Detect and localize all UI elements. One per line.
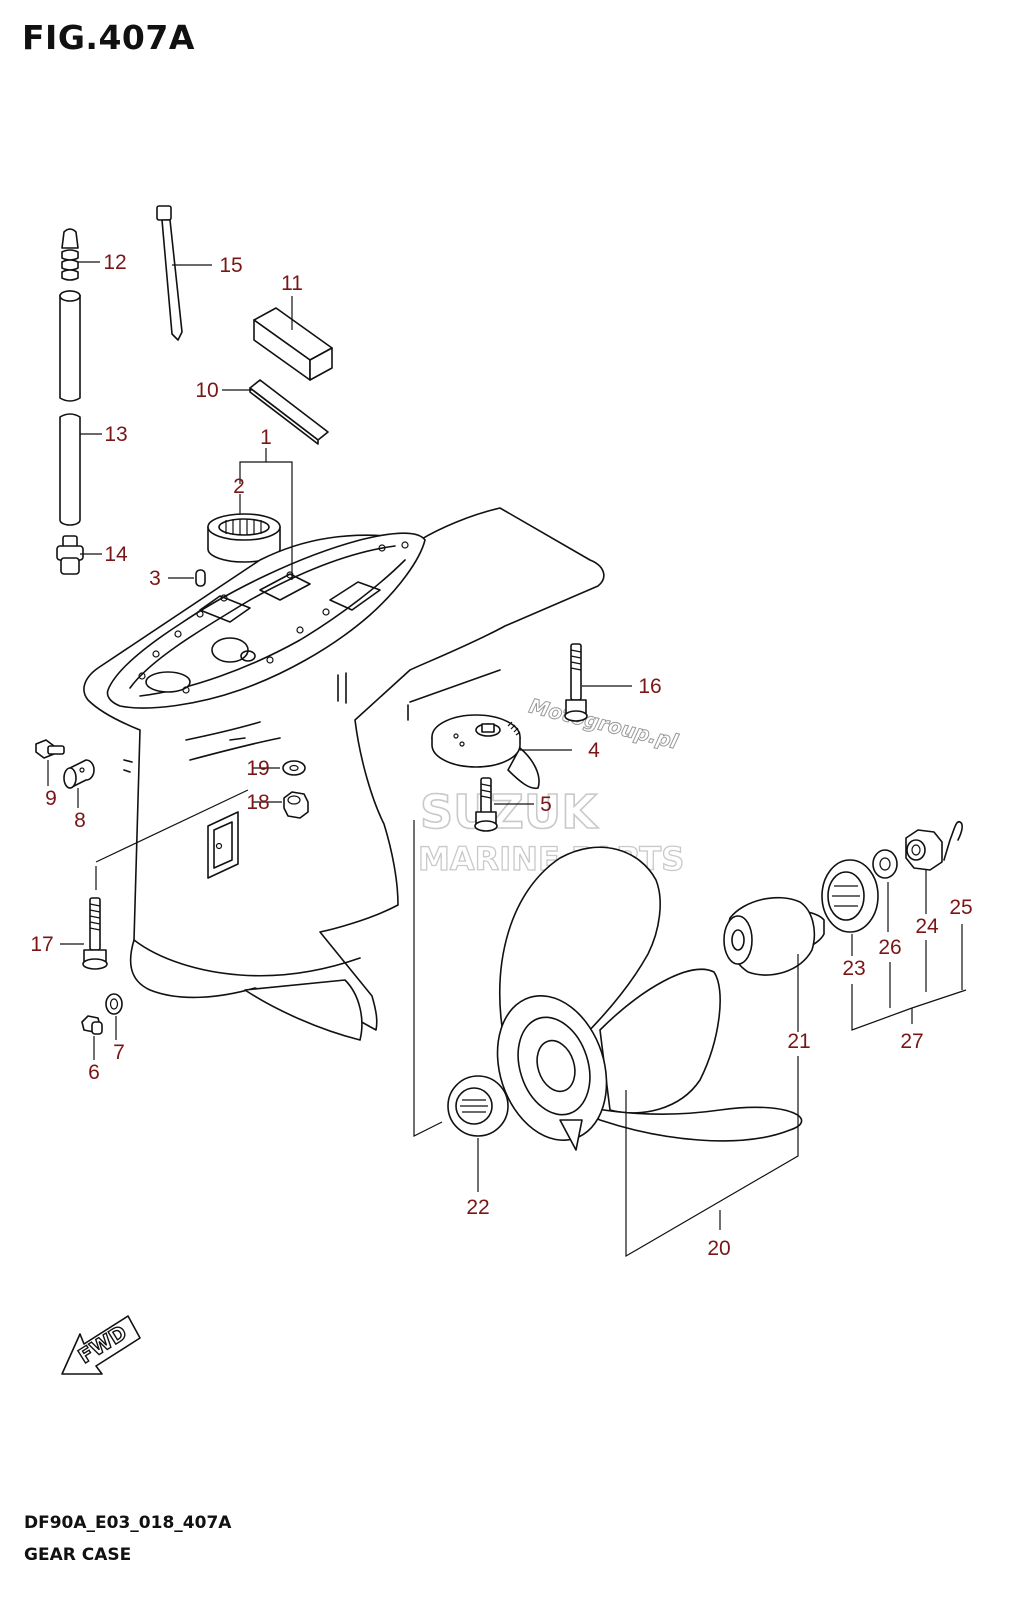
part-17-bolt [82, 897, 108, 970]
part-4-anode [431, 714, 540, 790]
callout-24[interactable]: 24 [915, 915, 939, 938]
part-8-grommet [63, 759, 95, 789]
fwd-arrow: FWD [61, 1315, 141, 1375]
part-14-fitting [56, 535, 84, 575]
part-10-shim [249, 379, 329, 445]
part-23-spacer [821, 859, 879, 933]
figure-code: DF90A_E03_018_407A [24, 1513, 232, 1533]
part-24-nut [905, 829, 943, 871]
callout-6[interactable]: 6 [88, 1061, 100, 1084]
callout-26[interactable]: 26 [878, 936, 901, 959]
watermark-brand: SUZUK [420, 785, 599, 839]
callout-5[interactable]: 5 [540, 793, 552, 816]
part-15-cable-tie [156, 205, 183, 341]
callout-1[interactable]: 1 [260, 426, 272, 449]
callout-18[interactable]: 18 [246, 791, 269, 814]
callout-20[interactable]: 20 [707, 1237, 730, 1260]
leader-lines [47, 261, 967, 1258]
part-5-bolt [474, 777, 498, 832]
callout-15[interactable]: 15 [219, 254, 242, 277]
callout-9[interactable]: 9 [45, 787, 57, 810]
callout-23[interactable]: 23 [842, 957, 865, 980]
part-12-connector [61, 228, 79, 281]
callout-19[interactable]: 19 [246, 757, 269, 780]
callouts: 1 2 3 4 5 6 7 8 9 10 11 12 13 14 15 16 1… [30, 251, 972, 1260]
part-26-washer [872, 849, 898, 879]
part-25-cotter-pin [943, 820, 963, 861]
callout-14[interactable]: 14 [104, 543, 128, 566]
callout-13[interactable]: 13 [104, 423, 127, 446]
part-21-spacer [723, 896, 825, 976]
callout-7[interactable]: 7 [113, 1041, 125, 1064]
callout-21[interactable]: 21 [787, 1030, 810, 1053]
callout-25[interactable]: 25 [949, 896, 972, 919]
watermark-site: Motogroup.pl [527, 694, 682, 754]
callout-16[interactable]: 16 [638, 675, 661, 698]
part-3-pin [195, 569, 206, 587]
figure-name: GEAR CASE [24, 1545, 132, 1565]
callout-17[interactable]: 17 [30, 933, 53, 956]
gear-case-housing [83, 507, 605, 1041]
callout-4[interactable]: 4 [588, 739, 600, 762]
callout-12[interactable]: 12 [103, 251, 126, 274]
part-9-screw [35, 739, 65, 759]
callout-8[interactable]: 8 [74, 809, 86, 832]
part-19-washer [282, 760, 306, 776]
part-13-hose [59, 290, 81, 526]
part-22-thrust-washer [447, 1075, 509, 1137]
part-16-bolt [564, 643, 588, 722]
part-20-propeller [496, 846, 803, 1151]
callout-10[interactable]: 10 [195, 379, 218, 402]
callout-27[interactable]: 27 [900, 1030, 923, 1053]
callout-2[interactable]: 2 [233, 475, 245, 498]
part-18-nut [283, 791, 309, 819]
callout-3[interactable]: 3 [149, 567, 161, 590]
part-7-gasket [105, 993, 123, 1015]
callout-11[interactable]: 11 [281, 272, 303, 295]
callout-22[interactable]: 22 [466, 1196, 489, 1219]
part-11-block [253, 307, 333, 381]
part-6-plug [81, 1015, 103, 1035]
figure-title: FIG.407A [22, 18, 195, 57]
